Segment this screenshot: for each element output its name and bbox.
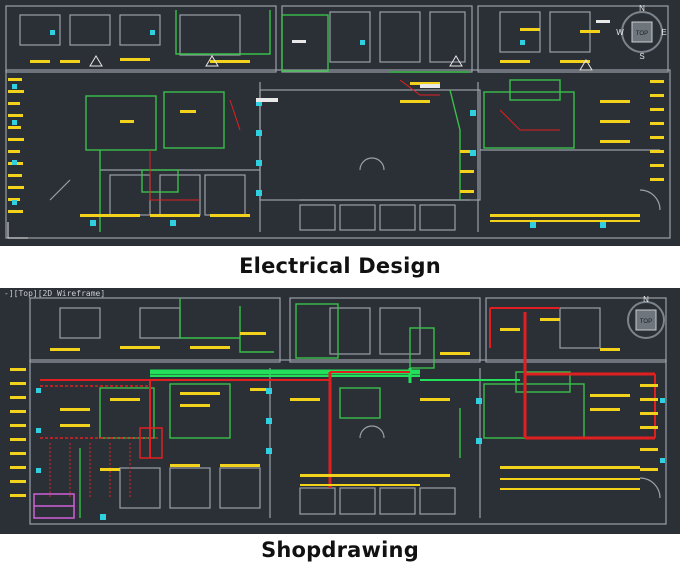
viewcube-east: E: [661, 28, 666, 37]
top-green-rooms: [85, 10, 575, 232]
viewcube-south: S: [639, 52, 644, 61]
bottom-red-conduit: [40, 307, 656, 498]
bottom-walls: [29, 297, 667, 525]
caption-shopdrawing: Shopdrawing: [261, 538, 419, 562]
top-viewcube[interactable]: TOP N W E S: [616, 4, 666, 61]
viewport-label[interactable]: -][Top][2D Wireframe]: [4, 289, 106, 298]
bottom-viewcube[interactable]: TOP N: [627, 295, 665, 339]
caption-electrical-design: Electrical Design: [239, 254, 441, 278]
bottom-pink-panel: [33, 493, 75, 519]
top-labels: [8, 28, 664, 222]
top-white-tags: [256, 20, 610, 102]
viewcube-north-bottom: N: [643, 295, 649, 304]
top-red-runs: [149, 79, 560, 201]
top-plan-svg: TOP N W E S: [0, 0, 680, 246]
top-triangles: [89, 55, 593, 71]
bottom-plan-svg: TOP N: [0, 295, 680, 534]
shopdrawing-drawing: -][Top][2D Wireframe]: [0, 288, 680, 534]
top-devices: [12, 30, 606, 228]
viewcube-face-bottom: TOP: [640, 319, 652, 325]
viewcube-north: N: [639, 4, 645, 13]
bottom-devices: [36, 388, 665, 520]
viewcube-face: TOP: [636, 31, 648, 37]
bottom-labels: [10, 318, 658, 497]
viewcube-west: W: [616, 28, 624, 37]
electrical-design-drawing: TOP N W E S: [0, 0, 680, 246]
top-ucs-icon: [7, 222, 28, 239]
